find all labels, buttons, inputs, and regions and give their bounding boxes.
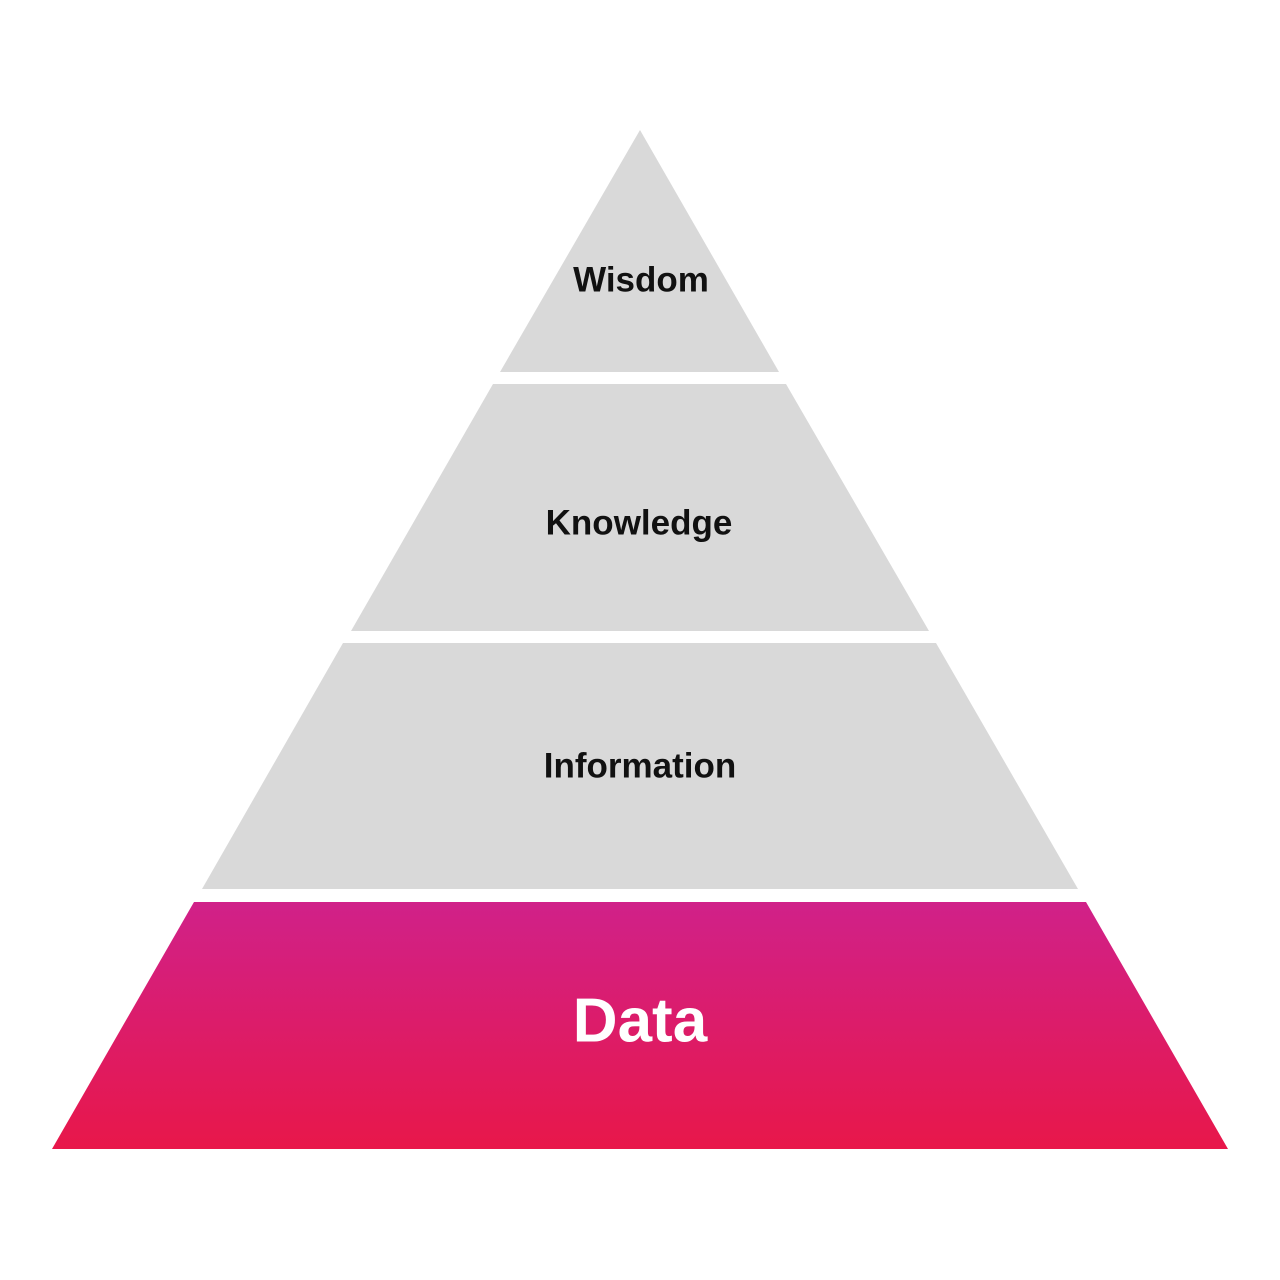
information-shape — [202, 643, 1078, 889]
pyramid-level-information: Information — [202, 643, 1078, 889]
wisdom-label: Wisdom — [573, 260, 709, 299]
pyramid-level-wisdom: Wisdom — [500, 130, 779, 372]
knowledge-label: Knowledge — [546, 503, 733, 542]
knowledge-shape — [351, 384, 929, 631]
pyramid-level-data: Data — [52, 902, 1228, 1149]
information-label: Information — [544, 746, 736, 785]
pyramid-level-knowledge: Knowledge — [351, 384, 929, 631]
data-shape — [52, 902, 1228, 1149]
wisdom-shape — [500, 130, 779, 372]
data-label: Data — [573, 986, 708, 1055]
